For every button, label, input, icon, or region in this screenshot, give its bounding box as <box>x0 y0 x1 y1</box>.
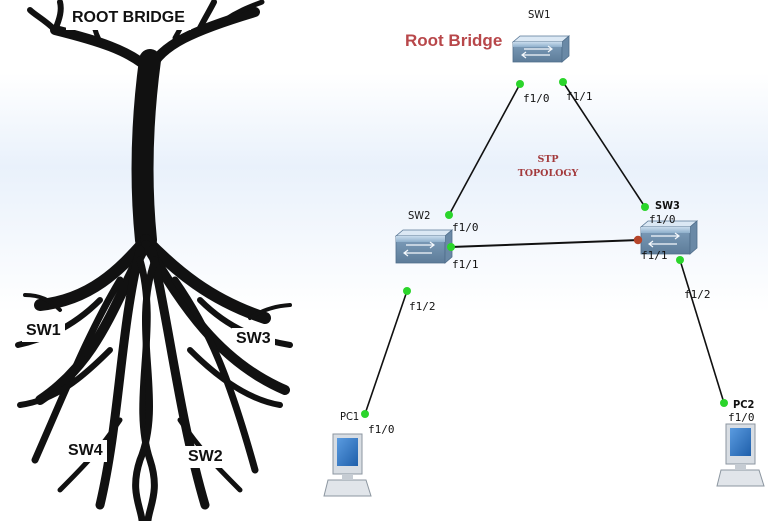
tree-root <box>147 245 210 510</box>
link-sw1-sw2 <box>448 83 521 216</box>
port-label-pc1-f1-0: f1/0 <box>368 423 395 436</box>
caption-line-2: TOPOLOGY <box>517 168 579 179</box>
port-dot-sw2-f1-2 <box>403 287 411 295</box>
port-dot-sw1-f1-0 <box>516 80 524 88</box>
tree-root <box>248 303 292 320</box>
tree-root <box>17 347 113 408</box>
port-label-pc2-f1-0: f1/0 <box>728 411 755 424</box>
caption-line-1: STP <box>537 154 559 165</box>
switch-sw1-icon <box>511 35 571 63</box>
pc1-computer-icon <box>323 433 372 497</box>
port-label-sw2-f1-0: f1/0 <box>452 221 479 234</box>
switch-sw3-icon <box>639 220 699 255</box>
tree-root <box>23 293 62 312</box>
device-label-pc1: PC1 <box>340 410 360 423</box>
link-sw3-pc2 <box>679 259 725 404</box>
tree-root <box>31 276 124 464</box>
root-bridge-title: Root Bridge <box>405 31 503 50</box>
pc2-computer-icon <box>716 423 765 487</box>
tree-root <box>171 276 259 474</box>
port-dot-pc2-f1-0 <box>720 399 728 407</box>
port-dot-sw2-f1-0 <box>445 211 453 219</box>
device-label-sw3: SW3 <box>655 199 680 212</box>
port-dot-sw3-f1-2 <box>676 256 684 264</box>
port-label-sw3-f1-1: f1/1 <box>641 249 668 262</box>
port-dot-sw3-f1-0 <box>641 203 649 211</box>
port-label-sw1-f1-1: f1/1 <box>566 90 593 103</box>
tree-root <box>187 347 283 408</box>
link-sw2-sw3 <box>450 239 639 248</box>
tree-label-sw3: SW3 <box>232 328 275 350</box>
stp-topology-caption: STP TOPOLOGY <box>508 153 588 181</box>
device-label-sw2: SW2 <box>408 209 431 222</box>
port-label-sw1-f1-0: f1/0 <box>523 92 550 105</box>
link-sw2-pc1 <box>364 290 408 415</box>
tree-root <box>132 256 159 521</box>
port-dot-sw3-f1-1-blocking <box>633 235 643 245</box>
tree-label-sw4: SW4 <box>64 440 107 462</box>
tree-root <box>95 245 145 510</box>
root-bridge-label: ROOT BRIDGE <box>66 6 191 30</box>
tree-branch <box>52 0 64 33</box>
device-label-pc2: PC2 <box>733 398 755 411</box>
port-dot-sw2-f1-1 <box>447 243 455 251</box>
tree-trunk <box>131 49 161 251</box>
device-label-sw1: SW1 <box>528 8 551 21</box>
port-label-sw3-f1-0: f1/0 <box>649 213 676 226</box>
tree-branch <box>27 7 58 33</box>
port-dot-sw1-f1-1 <box>559 78 567 86</box>
tree-branch <box>197 0 217 31</box>
port-label-sw3-f1-2: f1/2 <box>684 288 711 301</box>
tree-label-sw1: SW1 <box>22 320 65 342</box>
link-sw1-sw3 <box>562 81 646 208</box>
tree-label-sw2: SW2 <box>184 446 227 468</box>
port-label-sw2-f1-1: f1/1 <box>452 258 479 271</box>
port-label-sw2-f1-2: f1/2 <box>409 300 436 313</box>
switch-sw2-icon <box>394 229 454 264</box>
tree-branch <box>222 0 265 23</box>
port-dot-pc1-f1-0 <box>361 410 369 418</box>
